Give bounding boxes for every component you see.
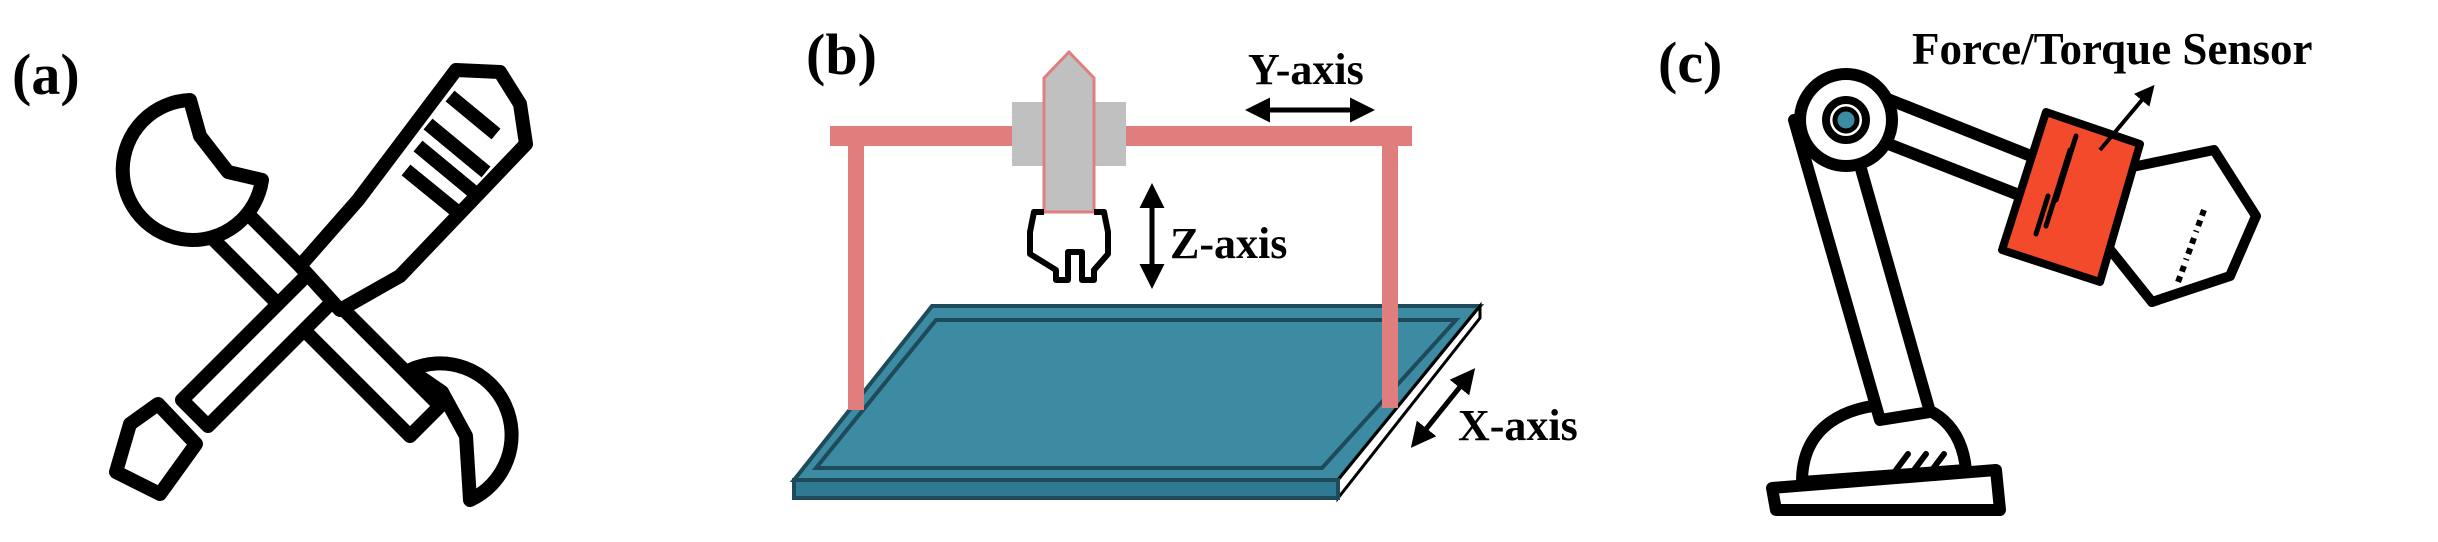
panel-a-label: (a) bbox=[12, 42, 80, 107]
robot-arm-icon bbox=[1766, 68, 2052, 516]
y-axis-label: Y-axis bbox=[1248, 45, 1364, 94]
z-axis-label: Z-axis bbox=[1170, 219, 1287, 268]
panel-a: (a) bbox=[12, 42, 533, 507]
shoulder-joint-core bbox=[1832, 106, 1860, 134]
sensor-block bbox=[1998, 108, 2144, 286]
axis-arrows bbox=[1139, 97, 1476, 448]
x-axis-arrow bbox=[1410, 368, 1476, 448]
panel-c-label: (c) bbox=[1658, 30, 1722, 95]
sensor-label: Force/Torque Sensor bbox=[1912, 24, 2312, 74]
screwdriver-icon bbox=[109, 63, 533, 501]
sensor-pointer-arrow bbox=[2098, 84, 2155, 152]
gantry-frame bbox=[830, 126, 1412, 410]
panel-b: (b) Y-axis Z-axis X-axis bbox=[789, 22, 1578, 503]
panel-b-label: (b) bbox=[806, 22, 877, 87]
x-axis-label: X-axis bbox=[1458, 401, 1578, 450]
panel-c: (c) Force/Torque Sensor bbox=[1658, 24, 2312, 516]
work-table bbox=[789, 301, 1485, 503]
gripper-icon bbox=[1012, 49, 1126, 283]
